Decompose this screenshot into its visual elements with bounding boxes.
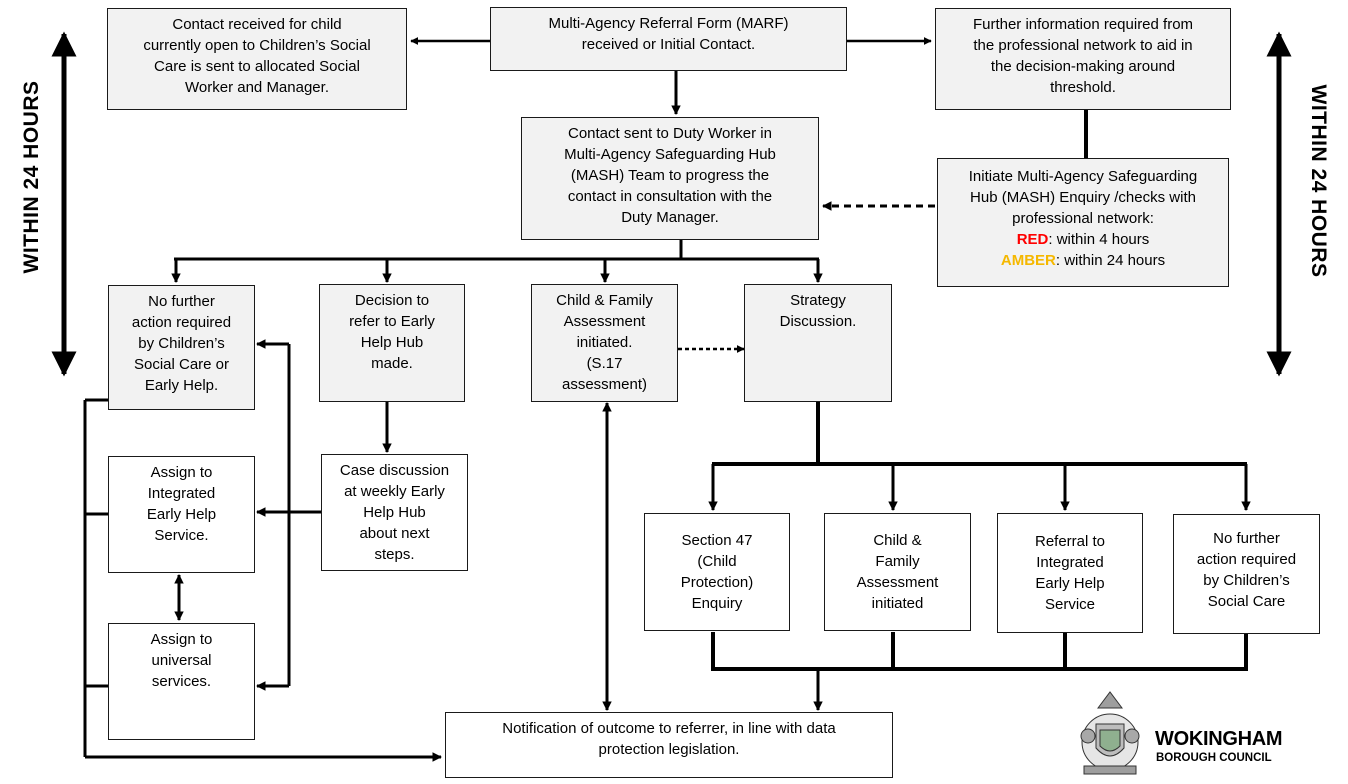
case-discussion-box: Case discussion at weekly Early Help Hub… (321, 454, 468, 571)
ref-line1: Referral to (1034, 533, 1106, 550)
open-case-line4: Worker and Manager. (185, 79, 329, 96)
mash-amber-line: AMBER: within 24 hours (1001, 250, 1165, 271)
amber-text: : within 24 hours (1055, 252, 1166, 269)
marf-box: Multi-Agency Referral Form (MARF) receiv… (490, 7, 847, 71)
nfa-csc-box: No further action required by Children’s… (1173, 514, 1320, 634)
nfa1-line2: action required (131, 314, 232, 331)
mash-line3: professional network: (1012, 210, 1154, 227)
ieh-line4: Service. (154, 527, 209, 544)
further-info-line3: the decision-making around (990, 58, 1176, 75)
open-case-box: Contact received for child currently ope… (107, 8, 407, 110)
marf-line1: Multi-Agency Referral Form (MARF) (548, 15, 789, 32)
nfa2-line1: No further (1213, 529, 1280, 547)
ieh-line1: Assign to (150, 464, 213, 481)
case-line5: steps. (374, 546, 415, 563)
further-info-line1: Further information required from (972, 16, 1194, 33)
marf-line2: received or Initial Contact. (581, 36, 756, 53)
universal-line3: services. (151, 673, 212, 690)
s47-box: Section 47 (Child Protection) Enquiry (644, 513, 790, 631)
refer-ehh-box: Decision to refer to Early Help Hub made… (319, 284, 465, 402)
left-timeframe-label: WITHIN 24 HOURS (20, 80, 43, 274)
nfa1-line1: No further (148, 293, 215, 310)
universal-line2: universal (151, 652, 212, 669)
cfa2-line1: Child & (873, 532, 922, 549)
cfa2-line3: Assessment (856, 574, 939, 591)
amber-label: AMBER (1000, 252, 1056, 269)
cfa2-box: Child & Family Assessment initiated (824, 513, 971, 631)
ieh-line2: Integrated (147, 485, 216, 502)
ref-line2: Integrated (1036, 554, 1104, 571)
further-info-line4: threshold. (1050, 79, 1116, 96)
s47-line2: (Child (697, 553, 737, 570)
nfa2-line4: Social Care (1207, 592, 1286, 610)
right-timeframe-label: WITHIN 24 HOURS (1307, 84, 1330, 278)
cfa-line5: assessment) (561, 376, 648, 393)
duty-line1: Contact sent to Duty Worker in (568, 125, 772, 142)
ehh-line2: refer to Early (349, 313, 435, 330)
duty-worker-box: Contact sent to Duty Worker in Multi-Age… (521, 117, 819, 240)
s47-line4: Enquiry (691, 595, 743, 612)
strategy-box: Strategy Discussion. (744, 284, 892, 402)
case-line1: Case discussion (339, 462, 450, 479)
universal-line1: Assign to (150, 631, 213, 648)
mash-red-line: RED: within 4 hours (1017, 229, 1150, 250)
council-name: WOKINGHAM (1155, 728, 1283, 750)
s47-line3: Protection) (680, 574, 754, 591)
notification-line2: protection legislation. (598, 741, 740, 758)
duty-line3: (MASH) Team to progress the (570, 167, 770, 184)
cfa2-line2: Family (875, 553, 920, 570)
mash-line2: Hub (MASH) Enquiry /checks with (970, 189, 1196, 206)
cfa2-line4: initiated (871, 595, 924, 612)
case-line3: Help Hub (363, 504, 426, 521)
ehh-line4: made. (371, 355, 413, 372)
referral-ieh-box: Referral to Integrated Early Help Servic… (997, 513, 1143, 633)
open-case-line3: Care is sent to allocated Social (154, 58, 360, 75)
case-line4: about next (359, 525, 430, 542)
nfa1-line4: Social Care or (133, 356, 230, 373)
duty-line2: Multi-Agency Safeguarding Hub (564, 146, 776, 163)
nfa-csc-eh-box: No further action required by Children’s… (108, 285, 255, 410)
duty-line5: Duty Manager. (621, 209, 719, 226)
cfa-line2: Assessment (563, 313, 646, 330)
nfa1-line3: by Children’s (138, 335, 225, 352)
red-label: RED (1016, 231, 1049, 248)
further-info-line2: the professional network to aid in (973, 37, 1193, 54)
ref-line3: Early Help (1035, 575, 1105, 592)
assign-ieh-box: Assign to Integrated Early Help Service. (108, 456, 255, 573)
notification-line1: Notification of outcome to referrer, in … (502, 720, 836, 737)
red-text: : within 4 hours (1048, 231, 1150, 248)
cfa-line1: Child & Family (556, 292, 653, 309)
open-case-line2: currently open to Children’s Social (143, 37, 371, 54)
nfa2-line3: by Children’s (1203, 571, 1290, 589)
case-line2: at weekly Early (344, 483, 445, 500)
open-case-line1: Contact received for child (172, 16, 342, 33)
mash-line1: Initiate Multi-Agency Safeguarding (968, 168, 1198, 185)
nfa2-line2: action required (1196, 550, 1297, 568)
strategy-line2: Discussion. (779, 313, 857, 330)
further-info-box: Further information required from the pr… (935, 8, 1231, 110)
ehh-line1: Decision to (354, 292, 430, 309)
nfa1-line5: Early Help. (144, 377, 219, 394)
notification-box: Notification of outcome to referrer, in … (445, 712, 893, 778)
cfa-s17-box: Child & Family Assessment initiated. (S.… (531, 284, 678, 402)
ref-line4: Service (1044, 596, 1096, 613)
strategy-line1: Strategy (790, 292, 846, 309)
cfa-line3: initiated. (576, 334, 633, 351)
duty-line4: contact in consultation with the (567, 188, 773, 205)
council-crest-icon (1080, 691, 1140, 775)
ehh-line3: Help Hub (360, 334, 424, 351)
ieh-line3: Early Help (146, 506, 217, 523)
assign-universal-box: Assign to universal services. (108, 623, 255, 740)
council-subname: BOROUGH COUNCIL (1156, 752, 1272, 764)
cfa-line4: (S.17 (586, 355, 623, 372)
s47-line1: Section 47 (681, 532, 753, 549)
mash-enquiry-box: Initiate Multi-Agency Safeguarding Hub (… (937, 158, 1229, 287)
